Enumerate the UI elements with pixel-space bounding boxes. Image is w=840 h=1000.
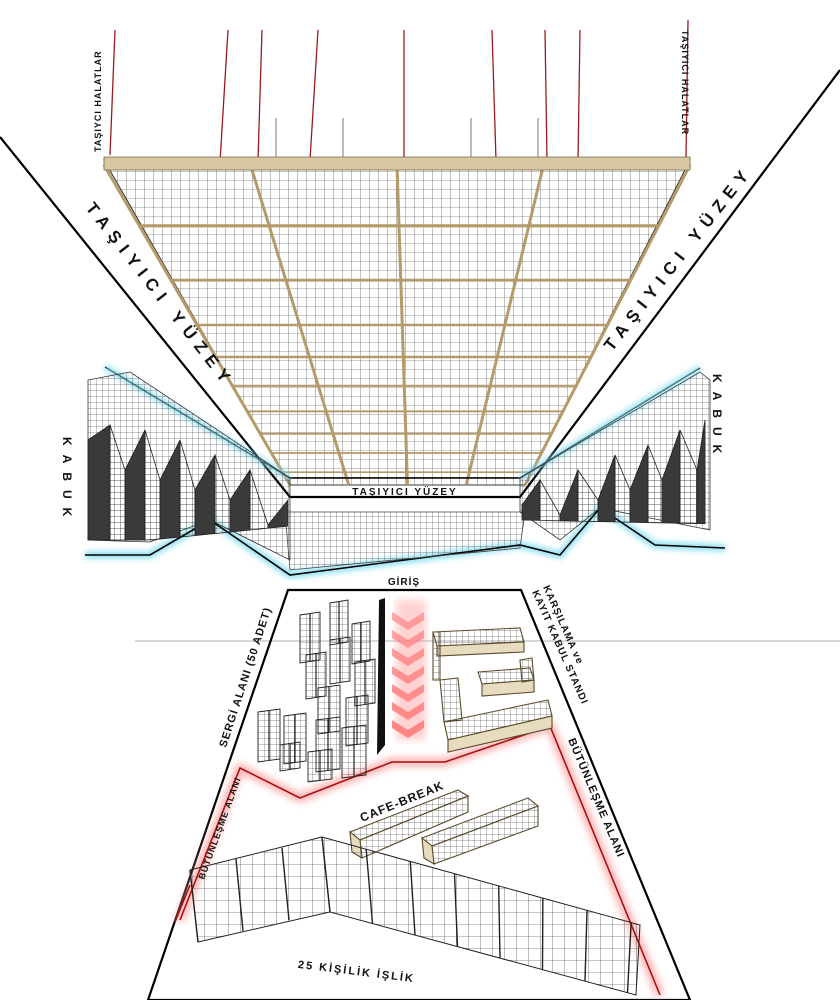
entrance-label: GİRİŞ <box>388 575 420 588</box>
entrance-arrow <box>392 702 424 720</box>
exhibition-panels <box>257 599 376 783</box>
entrance-arrow <box>392 648 424 666</box>
wall-post <box>321 836 331 913</box>
carrier-front-beam <box>103 156 691 171</box>
wall-post <box>497 885 501 959</box>
cable <box>685 19 689 161</box>
entrance-arrows <box>392 600 426 740</box>
cable <box>219 29 229 163</box>
zones-outline <box>146 588 692 1000</box>
cable <box>491 29 497 161</box>
wall-post <box>626 922 632 993</box>
wall-post <box>235 858 244 932</box>
shell-group <box>85 364 726 579</box>
surface-label-bottom: TAŞIYICI YÜZEY <box>352 485 457 498</box>
entrance-arrow <box>392 684 424 702</box>
cable-label-left: TAŞIYCI HALATLAR <box>93 50 103 152</box>
wall-post <box>189 869 199 943</box>
cable <box>257 29 263 161</box>
wall-post <box>584 910 588 982</box>
workshop-label: 25 KİŞİLİK İŞLİK <box>297 958 415 985</box>
wall-post <box>453 873 459 947</box>
wall-post <box>409 861 416 936</box>
right-shell-panel <box>696 419 706 525</box>
beam-column <box>249 164 351 486</box>
reception-stand <box>432 627 553 753</box>
carrier-cables <box>109 19 689 163</box>
cable <box>544 29 548 161</box>
exhibition-divider <box>377 598 385 755</box>
cable-label-right: TAŞIYICI HALATLAR <box>680 30 690 135</box>
shell-label-left: KABUK <box>60 437 74 525</box>
beam-column <box>395 164 409 486</box>
shell-left-panels <box>87 371 291 561</box>
entrance-arrow <box>392 630 424 648</box>
cafe-break-stand <box>348 789 540 866</box>
left-shell-panel <box>87 424 111 541</box>
wall-post <box>281 847 290 921</box>
shell-right-panels <box>519 371 711 541</box>
beam-column <box>464 164 545 486</box>
workshop-wall <box>189 836 641 996</box>
shell-center-panels <box>284 511 526 571</box>
carrier-surface-group <box>0 19 840 499</box>
cable <box>109 29 116 156</box>
shell-label-right: KABUK <box>710 374 724 462</box>
cable <box>309 29 319 161</box>
beam-column <box>523 164 692 486</box>
entrance-arrow <box>392 720 424 738</box>
wall-post <box>365 849 374 924</box>
beam-column <box>102 164 292 486</box>
entrance-arrow <box>392 666 424 684</box>
cable <box>577 29 581 161</box>
entrance-arrow <box>392 612 424 630</box>
reception-label: KAYIT KABUL STANDI KARŞILAMA ve <box>529 584 589 707</box>
zones-group <box>146 588 692 1000</box>
carrier-surface-outline <box>0 69 840 499</box>
